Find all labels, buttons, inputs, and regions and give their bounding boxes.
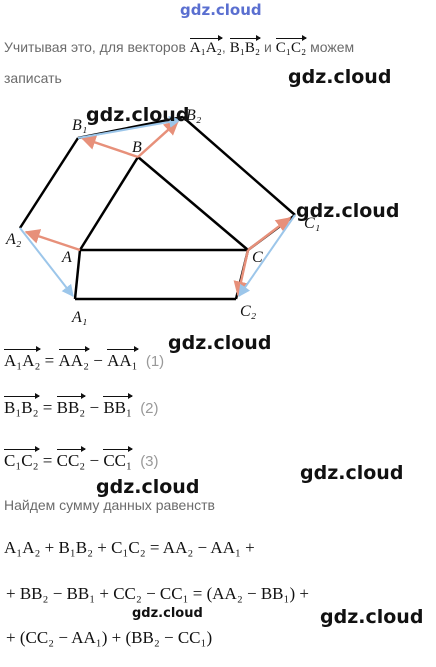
intro-and: и — [264, 39, 272, 55]
sum-line-3: + (CC₂ − AA₁) + (BB₂ − CC₁) — [6, 628, 213, 647]
intro-tail: можем — [310, 39, 355, 55]
eq3-rhs2: CC₁ — [103, 446, 133, 470]
eq1-rhs2: AA₁ — [107, 346, 140, 370]
eq2-lhs: B₁B₂ — [4, 393, 40, 417]
red-vectors — [24, 119, 292, 297]
intro-text: Учитывая это, для векторов — [4, 39, 186, 55]
eq3-number: (3) — [140, 453, 159, 470]
eq2-number: (2) — [140, 400, 159, 417]
triangle-abc — [78, 156, 249, 252]
eq3-rhs1: CC₂ — [56, 446, 86, 470]
watermark-3: gdz.cloud — [86, 104, 190, 126]
vec-b1b2: B₁B₂ — [229, 35, 262, 56]
watermark-4: gdz.cloud — [296, 200, 400, 222]
intro-line-2: записать — [4, 70, 62, 86]
blue-vectors — [19, 115, 296, 297]
label-b2: B₂ — [186, 107, 202, 124]
watermark-9: gdz.cloud — [320, 606, 424, 628]
label-a: A — [61, 249, 72, 266]
watermark-2: gdz.cloud — [288, 66, 392, 88]
watermark-6: gdz.cloud — [300, 462, 404, 484]
watermark-top: gdz.cloud — [180, 1, 262, 19]
label-c2: C₂ — [240, 303, 257, 320]
sum-line-1: A₁A₂ + B₁B₂ + C₁C₂ = AA₂ − AA₁ + — [4, 538, 255, 557]
label-c1: C₁ — [304, 215, 320, 232]
equation-3: C₁C₂ = CC₂ − CC₁ (3) — [4, 446, 159, 470]
geometry-figure: B₁ B₂ B A₂ A A₁ C C₁ C₂ — [5, 107, 320, 326]
label-b1: B₁ — [72, 117, 87, 134]
watermark-7: gdz.cloud — [96, 476, 200, 498]
eq3-lhs: C₁C₂ — [4, 446, 40, 470]
label-a1: A₁ — [71, 309, 87, 326]
eq2-rhs2: BB₁ — [103, 393, 133, 417]
watermark-8: gdz.cloud — [132, 606, 203, 621]
hexagon-outline — [18, 115, 296, 301]
vec-c1c2: C₁C₂ — [275, 35, 308, 56]
intro-line-1: Учитывая это, для векторов A₁A₂, B₁B₂ и … — [4, 35, 355, 57]
eq1-lhs: A₁A₂ — [4, 346, 42, 370]
intro-sep: , — [221, 39, 226, 55]
watermark-5: gdz.cloud — [168, 332, 272, 354]
sum-line-2: + BB₂ − BB₁ + CC₂ − CC₁ = (AA₂ − BB₁) + — [6, 584, 309, 603]
label-b: B — [132, 139, 142, 156]
eq1-rhs1: AA₂ — [58, 346, 91, 370]
vec-a1a2: A₁A₂ — [189, 35, 224, 56]
label-c: C — [252, 249, 263, 266]
equation-1: A₁A₂ = AA₂ − AA₁ (1) — [4, 346, 165, 370]
eq2-rhs1: BB₂ — [56, 393, 86, 417]
equation-2: B₁B₂ = BB₂ − BB₁ (2) — [4, 393, 159, 417]
sum-text: Найдем сумму данных равенств — [4, 497, 215, 513]
eq1-number: (1) — [145, 353, 165, 370]
label-a2: A₂ — [5, 231, 22, 248]
